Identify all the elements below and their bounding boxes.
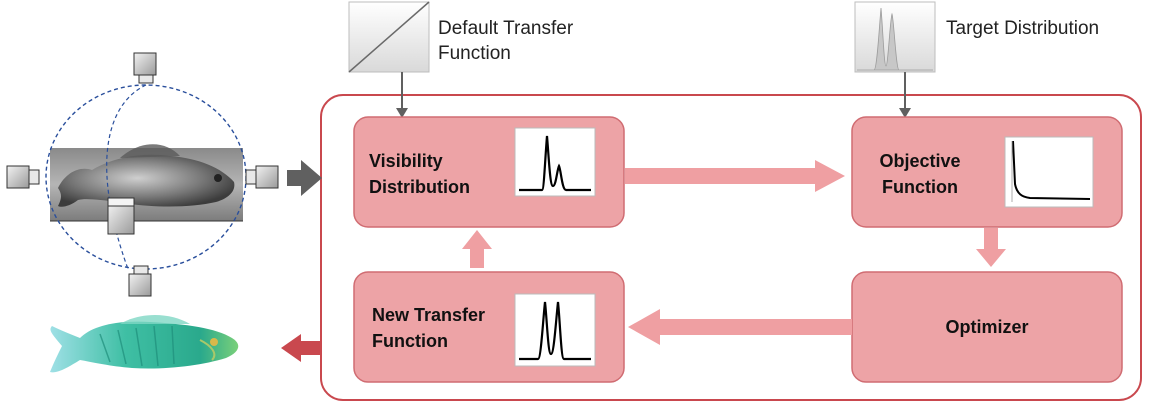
- new-transfer-function-label: New Transfer Function: [372, 302, 485, 354]
- target-distribution-arrow: [899, 72, 911, 118]
- arrow-visibility-to-objective: [625, 160, 845, 192]
- new-tf-line2: Function: [372, 331, 448, 351]
- target-distribution-thumbnail: [854, 1, 936, 73]
- default-tf-label-line2: Function: [438, 43, 511, 64]
- camera-icon: [128, 265, 152, 297]
- target-distribution-label: Target Distribution: [946, 18, 1100, 39]
- visibility-distribution-plot: [514, 127, 596, 197]
- visibility-line2: Distribution: [369, 177, 470, 197]
- objective-line2: Function: [882, 177, 958, 197]
- arrow-objective-to-optimizer: [976, 228, 1006, 267]
- arrow-scene-to-pipeline: [287, 160, 322, 196]
- camera-icon: [6, 165, 40, 189]
- camera-icon: [133, 52, 157, 84]
- objective-function-label: Objective Function: [870, 148, 970, 200]
- objective-function-plot: [1004, 136, 1094, 208]
- camera-icon: [107, 197, 135, 235]
- visibility-distribution-label: Visibility Distribution: [369, 148, 470, 200]
- arrow-new-tf-to-visibility: [462, 230, 492, 268]
- fish-xray-image: [50, 144, 243, 222]
- arrow-pipeline-to-output: [281, 334, 320, 362]
- visibility-line1: Visibility: [369, 151, 443, 171]
- default-transfer-function-thumbnail: [348, 1, 430, 73]
- new-transfer-function-plot: [514, 293, 596, 367]
- default-transfer-function-label: Default Transfer Function: [438, 16, 573, 66]
- default-tf-arrow: [396, 72, 408, 118]
- arrow-optimizer-to-new-tf: [628, 309, 852, 345]
- camera-sphere-scene: [6, 52, 279, 297]
- objective-line1: Objective: [879, 151, 961, 171]
- fish-render-image: [50, 315, 239, 373]
- new-tf-line1: New Transfer: [372, 305, 486, 325]
- camera-icon: [245, 165, 279, 189]
- optimizer-label: Optimizer: [945, 317, 1029, 337]
- default-tf-label-line1: Default Transfer: [438, 18, 574, 39]
